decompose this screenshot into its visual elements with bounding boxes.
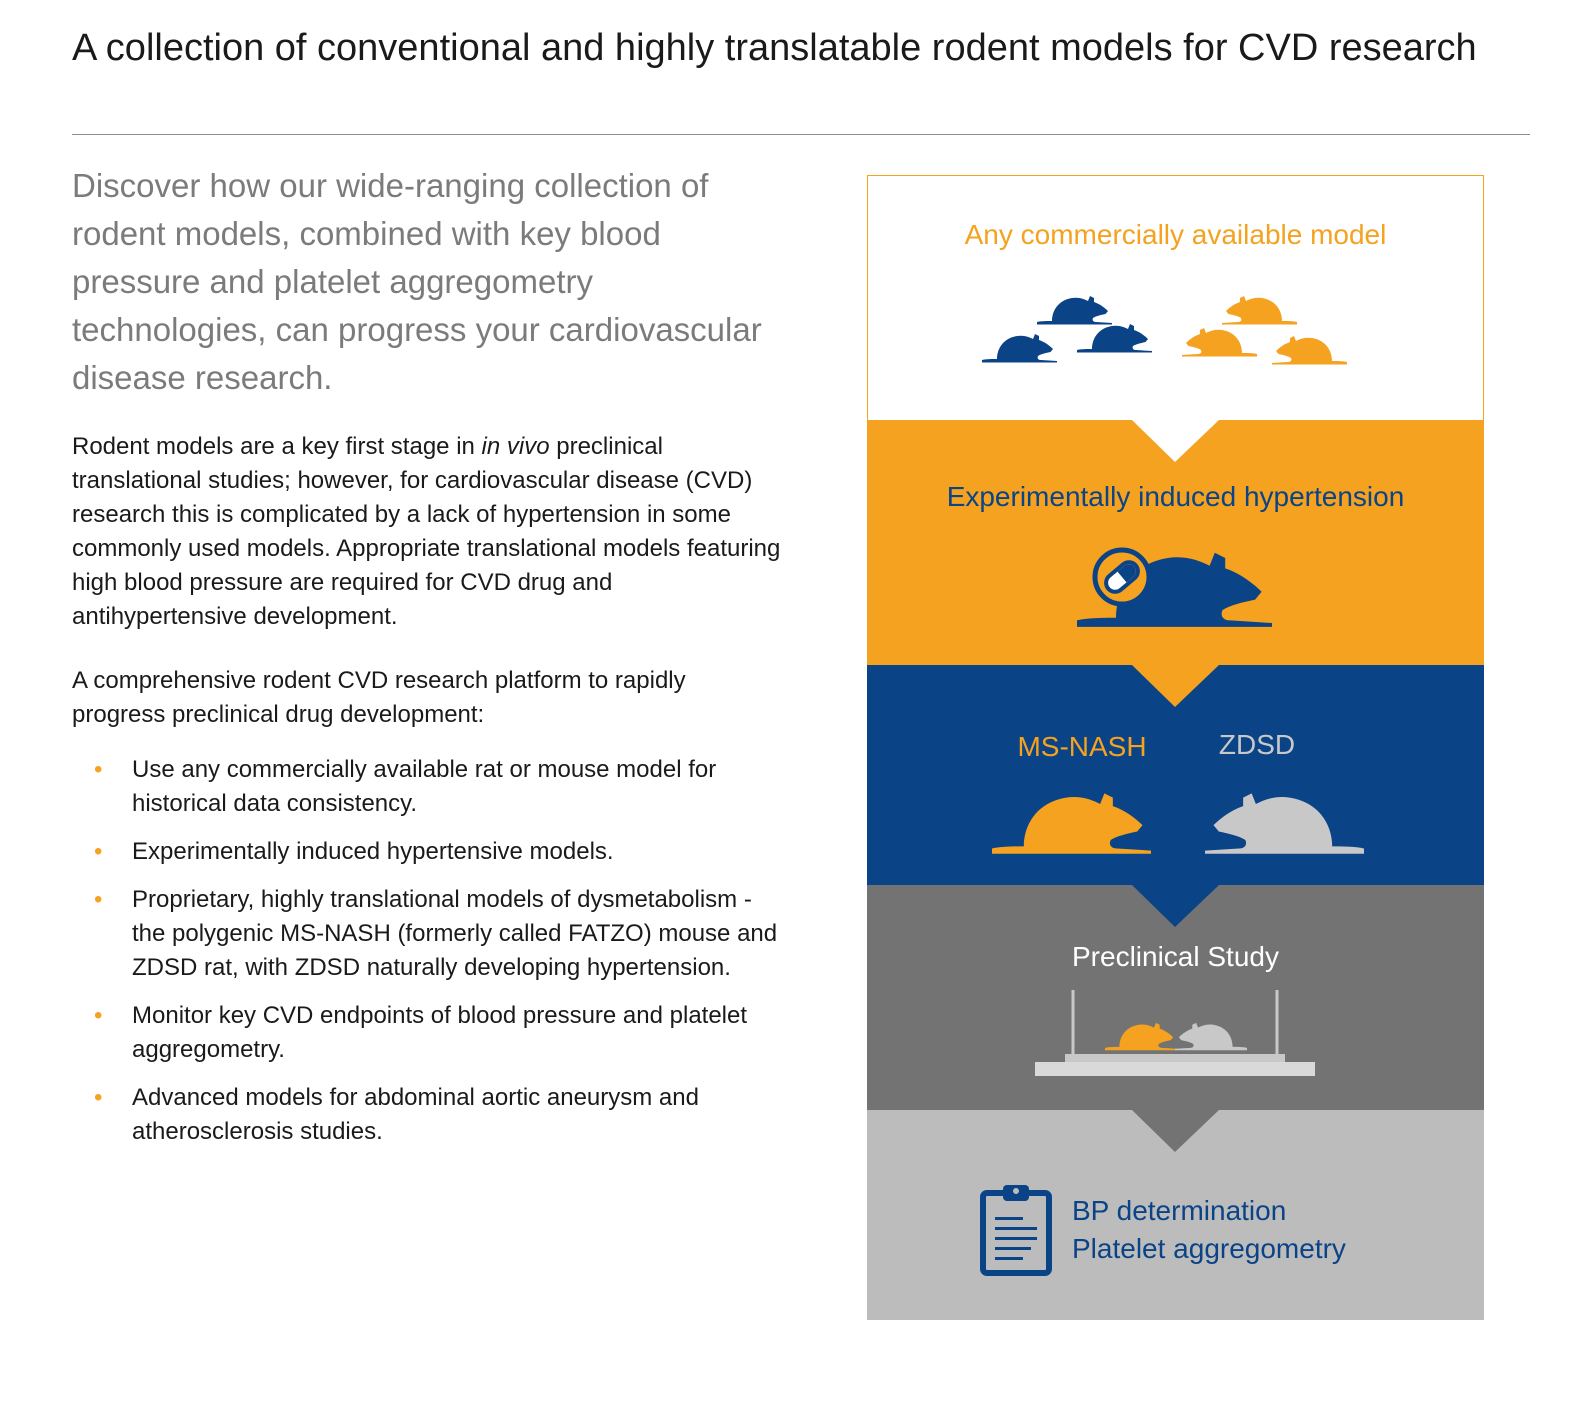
zdsd-label: ZDSD [1218, 729, 1296, 760]
list-item: • Monitor key CVD endpoints of blood pres… [72, 999, 782, 1067]
bp-determination-label: BP determination [1072, 1195, 1287, 1226]
clipboard-icon [980, 1185, 1052, 1276]
list-item-text: Experimentally induced hypertensive mode… [132, 838, 614, 865]
stage-induced-label: Experimentally induced hypertension [946, 481, 1405, 512]
list-item: • Use any commercially available rat or m… [72, 753, 782, 821]
paragraph-1-text-start: Rodent models are a key first stage in [72, 433, 482, 460]
paragraph-1-italic: in vivo [481, 433, 550, 460]
preclinical-cage-icon [1035, 990, 1315, 1076]
list-item: • Experimentally induced hypertensive mod… [72, 835, 782, 869]
list-item-text: Advanced models for abdominal aortic ane… [132, 1084, 699, 1145]
list-item: • Advanced models for abdominal aortic an… [72, 1081, 782, 1149]
list-item-text: Monitor key CVD endpoints of blood press… [132, 1002, 748, 1063]
platelet-aggregometry-label: Platelet aggregometry [1072, 1233, 1346, 1264]
workflow-infographic: Any commercially available model Experim… [867, 175, 1484, 1320]
bullet-dot-icon: • [94, 1084, 103, 1111]
intro-lead: Discover how our wide-ranging collection… [72, 167, 762, 396]
bullet-dot-icon: • [94, 1002, 103, 1029]
stage-any-model-label: Any commercially available model [964, 219, 1387, 250]
stage-preclinical-label: Preclinical Study [1072, 941, 1279, 972]
list-item: • Proprietary, highly translational model… [72, 883, 782, 985]
intro-paragraph-2: A comprehensive rodent CVD research plat… [72, 667, 686, 728]
hypertension-rat-icon [1077, 547, 1272, 627]
page-title: A collection of conventional and highly … [72, 27, 1477, 69]
chevron-down-icon [1132, 885, 1219, 927]
list-item-text: Proprietary, highly translational models… [132, 886, 778, 981]
intro-paragraph-1: Rodent models are a key first stage in i… [72, 430, 782, 634]
rodent-group-icon [982, 296, 1347, 365]
bullet-dot-icon: • [94, 756, 103, 783]
ms-nash-label: MS-NASH [1017, 731, 1147, 762]
ms-nash-zdsd-rodents-icon [992, 793, 1364, 854]
bullet-dot-icon: • [94, 838, 103, 865]
stage-any-model-band [867, 175, 1484, 420]
feature-list: • Use any commercially available rat or m… [72, 753, 782, 1163]
paragraph-1-text-end: preclinical translational studies; howev… [72, 433, 781, 630]
bullet-dot-icon: • [94, 886, 103, 913]
list-item-text: Use any commercially available rat or mo… [132, 756, 717, 817]
chevron-down-icon [1132, 1110, 1219, 1152]
title-divider [72, 134, 1530, 135]
chevron-down-icon [867, 420, 1484, 462]
chevron-down-icon [1132, 665, 1219, 707]
